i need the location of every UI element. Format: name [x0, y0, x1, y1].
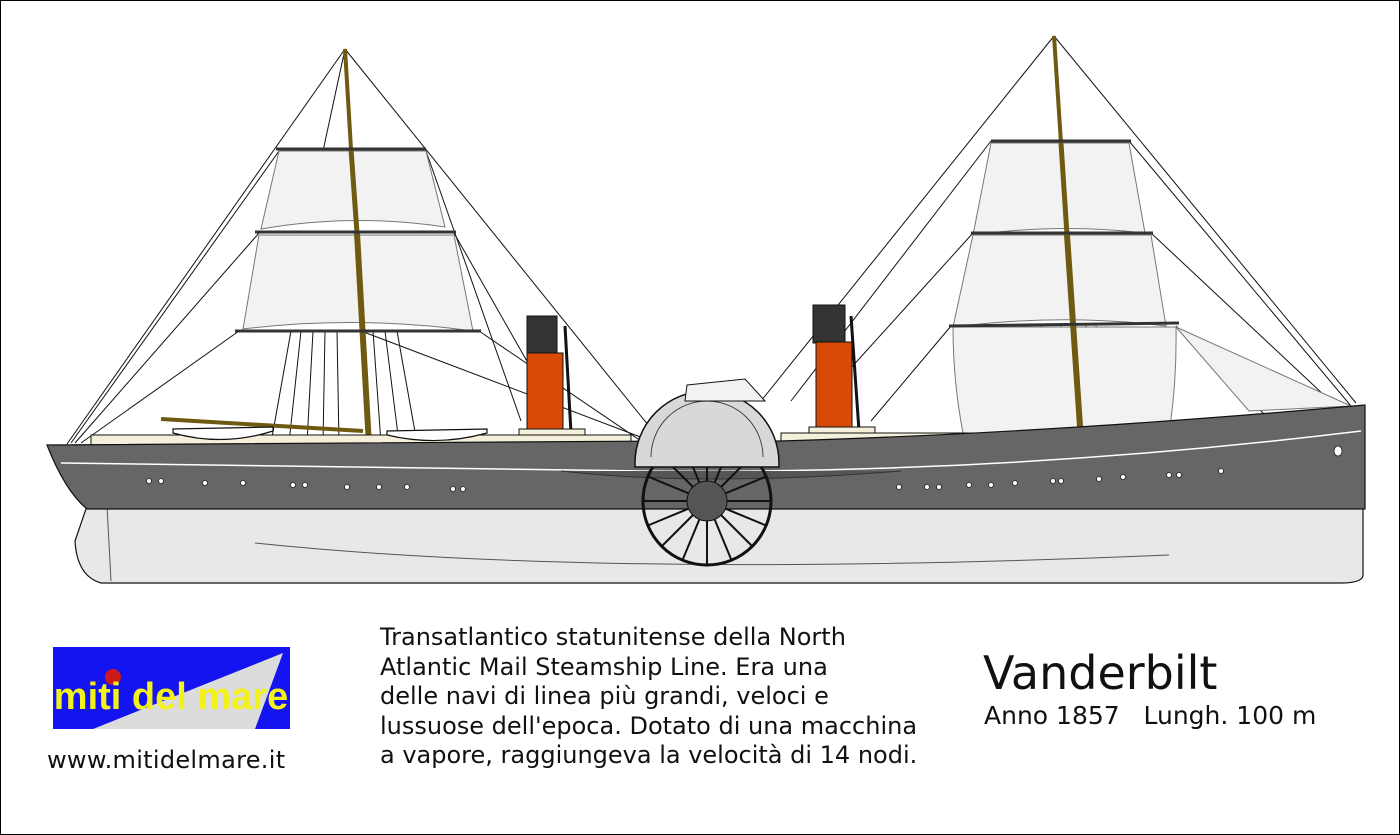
description-line: a vapore, raggiungeva la velocità di 14 … — [380, 741, 918, 770]
paddle-spoke — [681, 519, 701, 561]
masts — [160, 35, 1084, 446]
description-line: lussuose dell'epoca. Dotato di una macch… — [380, 711, 918, 740]
logo-text: miti del mare — [54, 676, 288, 718]
paddle-wheel — [634, 378, 780, 567]
ship-illustration — [46, 35, 1366, 584]
paddle-spoke — [725, 475, 767, 495]
ship-specs: Anno 1857 Lungh. 100 m — [984, 701, 1317, 730]
aft-funnel — [808, 304, 876, 442]
ship-name: Vanderbilt — [983, 646, 1218, 700]
paddle-spoke — [647, 475, 689, 495]
description-line: Transatlantico statunitense della North — [380, 623, 846, 651]
portholes — [146, 445, 1343, 492]
website-url: www.mitidelmare.it — [47, 746, 286, 774]
miti-del-mare-logo: miti del mare — [53, 647, 290, 729]
paddle-spoke — [725, 507, 767, 527]
paddle-spoke — [713, 519, 733, 561]
main-sails — [952, 142, 1352, 434]
yards — [235, 139, 1180, 333]
lifeboats — [172, 426, 488, 442]
paddle-spoke — [647, 507, 689, 527]
ship-description: Transatlantico statunitense della North … — [380, 623, 980, 771]
paddle-spoke — [720, 514, 753, 547]
hull-lower — [74, 505, 1364, 584]
paddle-spoke — [661, 514, 694, 547]
description-line: delle navi di linea più grandi, veloci e — [380, 682, 829, 711]
description-line: Atlantic Mail Steamship Line. Era una — [380, 652, 828, 681]
